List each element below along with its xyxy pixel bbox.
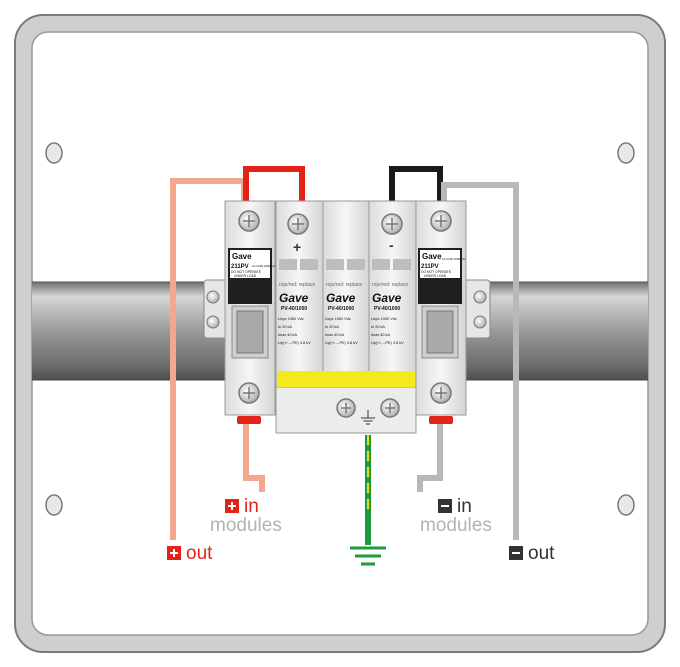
surge-protector: + - rojo/red: replace Gave PV-40/1000 Uc… [275, 200, 417, 434]
plus-in-label: in [225, 496, 259, 518]
surge-protector-plus-mark: + [293, 239, 301, 255]
mounting-hole-top-right [617, 142, 635, 164]
fuse-holder-left-warning-2: UNDER LOAD [234, 274, 257, 278]
terminal-screw-slot-icon [435, 387, 447, 399]
terminal-screw-slot-icon [435, 215, 447, 227]
terminal-screw-slot-icon [292, 218, 304, 230]
plus-in-modules-label: modules [210, 515, 282, 536]
fuse-holder-right: Gave 211PV 10,3x38 1000Vdc DO NOT OPERAT… [415, 200, 491, 424]
module-spec-4: Up(+/-→PE) 3.8 kV [325, 341, 358, 345]
fuse-holder-left-warning-1: DO NOT OPERATE [231, 270, 262, 274]
minus-badge-icon [438, 499, 452, 513]
wire-minus-out [441, 182, 519, 540]
screw-icon [206, 315, 220, 329]
module-spec-2: In 20 kA [371, 325, 385, 329]
module-spec-2: In 20 kA [278, 325, 292, 329]
module-spec-3: Imax 40 kA [278, 333, 297, 337]
module-model: PV-40/1000 [374, 306, 400, 312]
screw-icon [473, 315, 487, 329]
fuse-holder-right-label-area [420, 250, 460, 278]
module-spec-4: Up(+/-→PE) 3.8 kV [278, 341, 311, 345]
fuse-holder-left-indicator [237, 416, 261, 424]
fuse-holder-right-rating: 10,3x38 1000Vdc [442, 257, 466, 261]
mounting-hole-top-left [45, 142, 63, 164]
minus-out-text: out [528, 543, 555, 564]
screw-icon [473, 290, 487, 304]
fuse-holder-left-label-area [230, 250, 270, 278]
module-spec-2: In 20 kA [325, 325, 339, 329]
minus-in-label: in [438, 496, 472, 518]
plus-badge-icon [167, 546, 181, 560]
fuse-holder-left: Gave 211PV 10,3x38 1000Vdc DO NOT OPERAT… [203, 200, 276, 424]
status-window [279, 259, 297, 270]
fuse-holder-left-handle-grip [236, 310, 264, 354]
terminal-screw-slot-icon [386, 218, 398, 230]
fuse-holder-right-clip [463, 279, 491, 339]
plus-out-label: out [167, 543, 212, 565]
fuse-holder-right-brand: Gave [422, 252, 442, 261]
plus-in-text: in [244, 496, 259, 517]
module-spec-1: Ucpv 1060 Vdc [371, 317, 397, 321]
module-spec-3: Imax 40 kA [371, 333, 390, 337]
status-window [300, 259, 318, 270]
surge-protector-yellow-band [277, 371, 415, 387]
status-window [372, 259, 390, 270]
fuse-holder-right-indicator [429, 416, 453, 424]
wire-minus-bridge-black [389, 166, 443, 208]
module-status-text: rojo/red: replace [279, 282, 315, 288]
status-window [393, 259, 411, 270]
minus-in-modules-label: modules [420, 515, 492, 536]
module-brand: Gave [326, 291, 356, 305]
terminal-screw-slot-icon [243, 215, 255, 227]
module-spec-1: Ucpv 1060 Vdc [325, 317, 351, 321]
terminal-screw-slot-icon [385, 403, 395, 413]
surge-protector-minus-mark: - [389, 237, 394, 253]
status-window [347, 259, 365, 270]
minus-in-text: in [457, 496, 472, 517]
wire-plus-bridge-red [243, 166, 305, 208]
screw-icon [206, 290, 220, 304]
earth-ground-icon [350, 546, 386, 566]
module-status-text: rojo/red: replace [326, 282, 362, 288]
module-status-text: rojo/red: replace [372, 282, 408, 288]
wire-minus-in-modules-bottom [417, 418, 443, 492]
wire-plus-in-modules-bottom [243, 418, 265, 492]
module-model: PV-40/1000 [281, 306, 307, 312]
status-window [326, 259, 344, 270]
terminal-screw-slot-icon [243, 387, 255, 399]
mounting-hole-bottom-left [45, 494, 63, 516]
fuse-holder-right-model: 211PV [421, 264, 439, 270]
surge-protector-module-2 [322, 200, 370, 388]
terminal-screw-slot-icon [341, 403, 351, 413]
mounting-hole-bottom-right [617, 494, 635, 516]
minus-out-label: out [509, 543, 554, 565]
minus-badge-icon [509, 546, 523, 560]
module-spec-3: Imax 40 kA [325, 333, 344, 337]
plus-out-text: out [186, 543, 213, 564]
fuse-holder-right-warning-2: UNDER LOAD [424, 274, 447, 278]
module-brand: Gave [372, 291, 402, 305]
module-spec-4: Up(+/-→PE) 3.8 kV [371, 341, 404, 345]
plus-badge-icon [225, 499, 239, 513]
earth-symbol-icon [361, 410, 375, 425]
module-spec-1: Ucpv 1060 Vdc [278, 317, 304, 321]
module-brand: Gave [279, 291, 309, 305]
fuse-holder-left-rating: 10,3x38 1000Vdc [252, 264, 276, 268]
fuse-holder-right-warning-1: DO NOT OPERATE [421, 270, 452, 274]
fuse-holder-right-handle-grip [426, 310, 454, 354]
fuse-holder-left-model: 211PV [231, 264, 249, 270]
fuse-holder-left-brand: Gave [232, 252, 252, 261]
module-model: PV-40/1000 [328, 306, 354, 312]
